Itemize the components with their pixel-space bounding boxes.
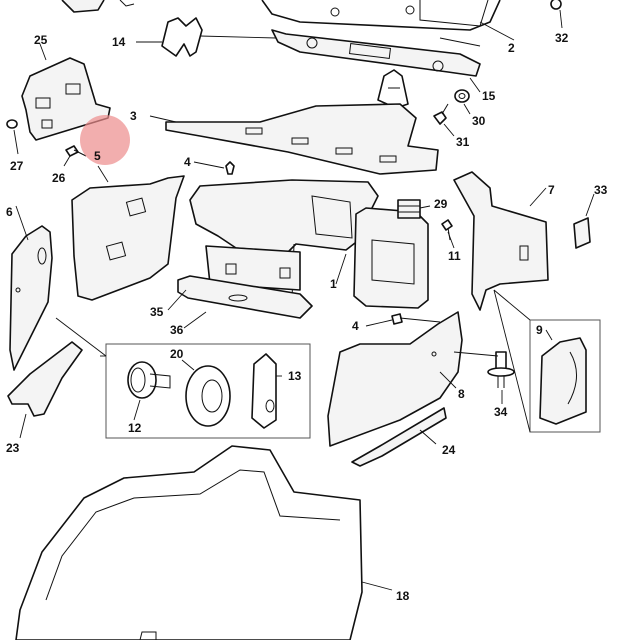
part-sill-strip-36[interactable] <box>177 275 313 319</box>
callout-35[interactable]: 35 <box>150 305 164 319</box>
part-top-fragment <box>61 0 135 13</box>
callout-25[interactable]: 25 <box>34 33 48 47</box>
part-clip-33[interactable] <box>573 217 591 249</box>
part-fastener-13[interactable] <box>251 353 277 429</box>
callout-4-upper[interactable]: 4 <box>184 155 191 169</box>
callout-32[interactable]: 32 <box>555 31 569 45</box>
callout-3[interactable]: 3 <box>130 109 137 123</box>
callout-34[interactable]: 34 <box>494 405 508 419</box>
part-bracket-23[interactable] <box>7 341 83 417</box>
callout-18[interactable]: 18 <box>396 589 410 603</box>
callout-5[interactable]: 5 <box>94 149 101 163</box>
callout-20[interactable]: 20 <box>170 347 184 361</box>
part-side-trim-5[interactable] <box>71 175 185 301</box>
callout-8[interactable]: 8 <box>458 387 465 401</box>
callout-11[interactable]: 11 <box>448 249 461 263</box>
part-bracket-24[interactable] <box>351 407 447 467</box>
part-side-trim-8[interactable] <box>327 311 463 447</box>
part-rear-sill-cover-strip[interactable] <box>271 29 481 77</box>
callout-33[interactable]: 33 <box>594 183 608 197</box>
callout-31[interactable]: 31 <box>456 135 470 149</box>
callout-4-lower[interactable]: 4 <box>352 319 359 333</box>
callout-7[interactable]: 7 <box>548 183 555 197</box>
part-parcel-shelf-trim-3[interactable] <box>165 103 439 175</box>
detail-box-fasteners <box>105 343 311 439</box>
part-side-panel-1b[interactable] <box>353 207 429 309</box>
callout-15[interactable]: 15 <box>482 89 496 103</box>
part-clip-14[interactable] <box>161 17 203 57</box>
leader-lines <box>13 9 595 591</box>
callout-labels: 2 32 14 15 30 31 25 3 27 26 5 4 7 33 29 … <box>6 31 608 603</box>
part-mat-clip <box>139 631 157 640</box>
part-grommet-30[interactable] <box>454 89 470 103</box>
part-fastener-12[interactable] <box>127 361 171 399</box>
part-nut-27[interactable] <box>6 119 18 129</box>
part-clip-4-lower[interactable] <box>391 313 441 325</box>
callout-27[interactable]: 27 <box>10 159 24 173</box>
callout-2[interactable]: 2 <box>508 41 515 55</box>
callout-23[interactable]: 23 <box>6 441 20 455</box>
callout-6[interactable]: 6 <box>6 205 13 219</box>
callout-24[interactable]: 24 <box>442 443 456 457</box>
part-side-trim-6[interactable] <box>9 225 53 371</box>
callout-14[interactable]: 14 <box>112 35 126 49</box>
callout-9[interactable]: 9 <box>536 323 543 337</box>
part-clip-4-upper[interactable] <box>225 161 235 175</box>
callout-30[interactable]: 30 <box>472 114 486 128</box>
part-fastener-34[interactable] <box>487 351 515 388</box>
part-liner-panel-35[interactable] <box>205 245 301 291</box>
callout-13[interactable]: 13 <box>288 369 302 383</box>
detail-box-9 <box>529 319 601 433</box>
highlight-marker <box>80 115 130 165</box>
callout-36[interactable]: 36 <box>170 323 184 337</box>
callout-26[interactable]: 26 <box>52 171 66 185</box>
part-rear-upper-trim-panel[interactable] <box>261 0 501 31</box>
part-screw-11[interactable] <box>441 219 453 241</box>
part-bracket-9[interactable] <box>539 337 587 425</box>
part-screw-26[interactable] <box>65 145 87 157</box>
part-clip-29[interactable] <box>397 199 421 219</box>
part-side-trim-7[interactable] <box>453 171 549 311</box>
callout-1[interactable]: 1 <box>330 277 337 291</box>
part-floor-mat-18[interactable] <box>15 445 363 640</box>
part-screw-32[interactable] <box>550 0 562 10</box>
callout-12[interactable]: 12 <box>128 421 142 435</box>
part-bracket-25[interactable] <box>21 57 111 141</box>
part-fastener-20[interactable] <box>185 365 231 427</box>
callout-29[interactable]: 29 <box>434 197 448 211</box>
part-screw-31[interactable] <box>433 103 449 125</box>
part-bracket-clip[interactable] <box>377 69 409 109</box>
